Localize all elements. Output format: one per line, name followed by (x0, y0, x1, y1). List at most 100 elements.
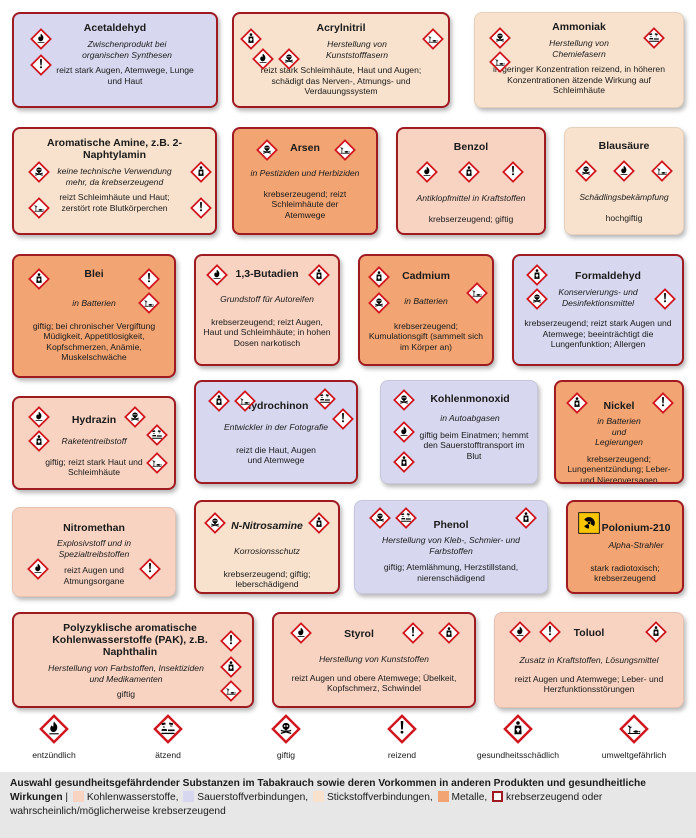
health-hazard-icon (368, 266, 390, 288)
substance-use: Herstellung von Farbstoffen, Insektizide… (48, 663, 204, 684)
skull-icon (271, 714, 301, 744)
legend-label: ätzend (155, 750, 181, 760)
substance-use: keine technische Verwendung mehr, da kre… (57, 166, 172, 187)
health-hazard-icon (526, 264, 548, 286)
substance-effect: stark radiotoxisch; krebserzeugend (590, 562, 660, 584)
substance-title: Acetaldehyd (83, 22, 147, 34)
caption-title: Auswahl gesundheitsgefährdender Substanz… (10, 778, 646, 803)
substance-effect: krebserzeugend; Kumulationsgift (sammelt… (368, 320, 484, 352)
skull-icon (489, 27, 511, 49)
environment-icon (489, 51, 511, 73)
substance-use: in Pestiziden und Herbiziden (250, 168, 360, 178)
figure-caption: Auswahl gesundheitsgefährdender Substanz… (0, 772, 696, 838)
legend-item-flammable: entzündlich (4, 714, 104, 760)
flame-icon (27, 558, 49, 580)
skull-icon (124, 406, 146, 428)
caption-krebs: krebserzeugend oder wahrscheinlich/mögli… (10, 792, 603, 817)
substance-title: Benzol (453, 141, 489, 153)
substance-effect: reizt Schleimhäute und Haut; zerstört ro… (59, 192, 170, 213)
legend-item-environment: umweltgefährlich (584, 714, 684, 760)
flame-icon (416, 161, 438, 183)
flame-icon (206, 264, 228, 286)
card-cadmium: Cadmium in Batterien krebserzeugend; Kum… (358, 254, 494, 366)
exclamation-icon (190, 197, 212, 219)
substance-title: Nitromethan (63, 522, 125, 534)
substance-use: Grundstoff für Autoreifen (220, 294, 314, 304)
corrosive-icon (146, 424, 168, 446)
card-nitrosamine: N-Nitrosamine Korrosionsschutz krebserze… (194, 500, 340, 594)
substance-use: in Batterien (404, 296, 448, 306)
skull-icon (526, 288, 548, 310)
substance-title: Polyzyklische aromatische Kohlenwasserst… (52, 622, 208, 658)
substance-title: Acrylnitril (316, 22, 366, 34)
swatch-metalle (437, 791, 449, 802)
card-hydrazin: Hydrazin Raketentreibstoff giftig; reizt… (12, 396, 176, 490)
environment-icon (234, 390, 256, 412)
skull-icon (204, 512, 226, 534)
caption-sauerstoff: Sauerstoffverbindungen, (197, 792, 309, 803)
caption-stickstoff: Stickstoffverbindungen, (326, 792, 433, 803)
substance-title: Kohlenmonoxid (430, 393, 510, 405)
corrosive-icon (395, 507, 417, 529)
exclamation-icon (138, 268, 160, 290)
substance-use: Herstellung von Kleb-, Schmier- und Farb… (382, 535, 520, 556)
legend-label: entzündlich (32, 750, 76, 760)
flame-icon (39, 714, 69, 744)
exclamation-icon (387, 714, 417, 744)
card-aromatische-amine: Aromatische Amine, z.B. 2-Naphtylamin ke… (12, 127, 217, 235)
health-hazard-icon (308, 264, 330, 286)
health-hazard-icon (438, 622, 460, 644)
substance-effect: hochgiftig (605, 212, 643, 223)
environment-icon (619, 714, 649, 744)
environment-icon (422, 28, 444, 50)
skull-icon (368, 292, 390, 314)
environment-icon (28, 197, 50, 219)
swatch-kohlenwasserstoffe (72, 791, 84, 802)
substance-title: N-Nitrosamine (231, 520, 303, 532)
swatch-krebserzeugend (492, 791, 504, 802)
exclamation-icon (139, 558, 161, 580)
flame-icon (28, 406, 50, 428)
health-hazard-icon (458, 161, 480, 183)
card-phenol: Phenol Herstellung von Kleb-, Schmier- u… (354, 500, 548, 594)
environment-icon (334, 139, 356, 161)
corrosive-icon (314, 388, 336, 410)
legend-label: reizend (387, 750, 417, 760)
substance-effect: krebserzeugend; giftig; leberschädigend (223, 568, 311, 590)
substance-use: Raketentreibstoff (61, 436, 127, 446)
corrosive-icon (643, 27, 665, 49)
card-formaldehyd: Formaldehyd Konservierungs- und Desinfek… (512, 254, 684, 366)
corrosive-icon (153, 714, 183, 744)
substance-use: Zwischenprodukt bei organischen Synthese… (82, 39, 172, 60)
health-hazard-icon (566, 392, 588, 414)
skull-icon (575, 160, 597, 182)
substance-title: Hydrochinon (243, 400, 309, 412)
exclamation-icon (652, 392, 674, 414)
flame-icon (30, 28, 52, 50)
exclamation-icon (402, 622, 424, 644)
substance-use: Alpha-Strahler (608, 540, 664, 550)
substance-effect: krebserzeugend; Lungenentzündung; Leber-… (567, 453, 671, 484)
substance-effect: reizt stark Schleimhäute, Haut und Augen… (260, 65, 422, 96)
substance-title: Aromatische Amine, z.B. 2-Naphtylamin (47, 137, 182, 161)
card-hydrochinon: Hydrochinon Entwickler in der Fotografie… (194, 380, 358, 484)
substance-use: Korrosionsschutz (234, 546, 300, 556)
substance-effect: krebserzeugend; giftig (428, 213, 514, 224)
substance-effect: giftig; reizt stark Haut und Schleimhäut… (45, 456, 143, 478)
substance-effect: in geringer Konzentration reizend, in hö… (493, 64, 665, 95)
card-pak: Polyzyklische aromatische Kohlenwasserst… (12, 612, 254, 708)
card-acetaldehyd: Acetaldehyd Zwischenprodukt bei organisc… (12, 12, 218, 108)
card-benzol: Benzol Antiklopfmittel in Kraftstoffen k… (396, 127, 546, 235)
health-hazard-icon (28, 430, 50, 452)
substance-title: Formaldehyd (575, 270, 641, 282)
flame-icon (252, 48, 274, 70)
substance-effect: krebserzeugend; reizt stark Augen und At… (524, 318, 672, 349)
caption-separator: | (65, 792, 69, 803)
substance-use: in Batterien (72, 298, 116, 308)
legend-item-corrosive: ätzend (118, 714, 218, 760)
exclamation-icon (502, 161, 524, 183)
substance-title: Hydrazin (71, 414, 117, 426)
legend-item-health-hazard: gesundheitsschädlich (468, 714, 568, 760)
substance-use: Herstellung von Kunststoffen (319, 654, 429, 664)
card-toluol: Toluol Zusatz in Kraftstoffen, Lösungsmi… (494, 612, 684, 708)
